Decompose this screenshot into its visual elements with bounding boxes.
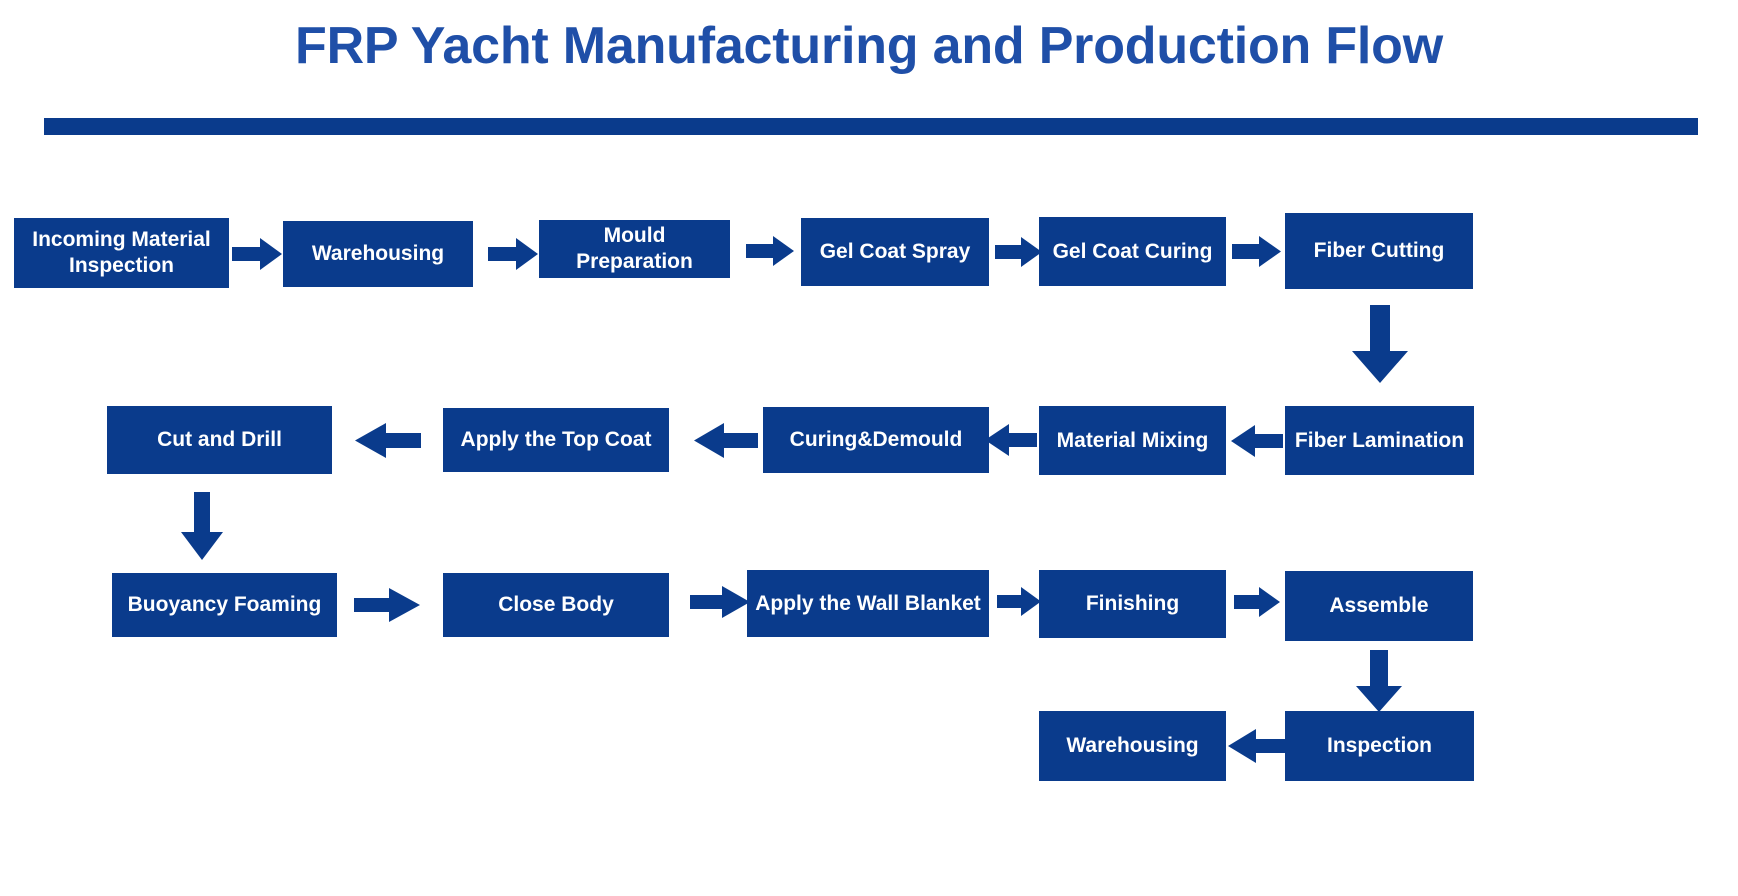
node-gel-coat-curing[interactable]: Gel Coat Curing [1039,217,1226,286]
node-assemble[interactable]: Assemble [1285,571,1473,641]
arrow-down-icon [1352,305,1408,383]
node-warehousing-1[interactable]: Warehousing [283,221,473,287]
arrow-down-icon [181,492,223,560]
page-title: FRP Yacht Manufacturing and Production F… [295,17,1443,75]
node-mould-preparation[interactable]: Mould Preparation [539,220,730,278]
arrow-left-icon [694,423,758,458]
arrow-left-icon [985,424,1037,456]
arrow-down-icon [1356,650,1402,712]
arrow-left-icon [1231,425,1283,457]
node-warehousing-2[interactable]: Warehousing [1039,711,1226,781]
node-finishing[interactable]: Finishing [1039,570,1226,638]
arrow-right-icon [232,238,282,270]
arrow-right-icon [1234,587,1280,617]
node-inspection[interactable]: Inspection [1285,711,1474,781]
arrow-right-icon [690,586,750,618]
node-apply-the-wall-blanket[interactable]: Apply the Wall Blanket [747,570,989,637]
title-underline-bar [44,118,1698,135]
node-apply-the-top-coat[interactable]: Apply the Top Coat [443,408,669,472]
node-close-body[interactable]: Close Body [443,573,669,637]
node-fiber-lamination[interactable]: Fiber Lamination [1285,406,1474,475]
arrow-right-icon [997,587,1041,616]
node-cut-and-drill[interactable]: Cut and Drill [107,406,332,474]
arrow-left-icon [1228,729,1288,763]
node-buoyancy-foaming[interactable]: Buoyancy Foaming [112,573,337,637]
node-fiber-cutting[interactable]: Fiber Cutting [1285,213,1473,289]
arrow-right-icon [746,236,794,266]
node-gel-coat-spray[interactable]: Gel Coat Spray [801,218,989,286]
arrow-left-icon [355,423,421,458]
arrow-right-icon [488,238,538,270]
node-incoming-material-inspection[interactable]: Incoming Material Inspection [14,218,229,288]
arrow-right-icon [1232,236,1281,267]
arrow-right-icon [995,237,1042,267]
arrow-right-icon [354,588,420,622]
node-material-mixing[interactable]: Material Mixing [1039,406,1226,475]
node-curing-demould[interactable]: Curing&Demould [763,407,989,473]
